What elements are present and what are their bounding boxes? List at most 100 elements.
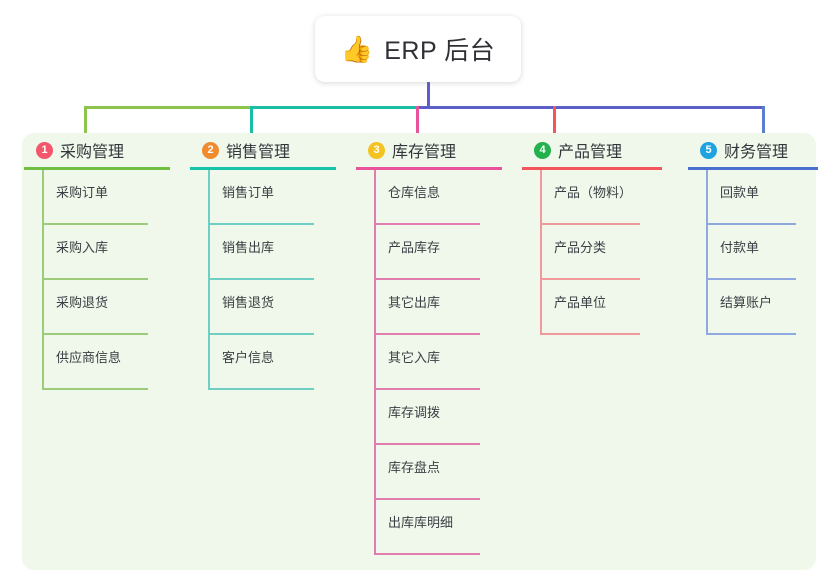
leaf-item-rule: [374, 333, 480, 335]
column-header-4[interactable]: 4 产品管理: [522, 133, 662, 167]
column-5: 5 财务管理回款单付款单结算账户: [688, 133, 818, 335]
column-items-4: 产品（物料） 产品分类产品单位: [522, 170, 662, 335]
leaf-item[interactable]: 销售退货: [190, 280, 336, 335]
leaf-item[interactable]: 采购退货: [24, 280, 170, 335]
leaf-item[interactable]: 供应商信息: [24, 335, 170, 390]
column-title-3: 库存管理: [392, 144, 457, 161]
leaf-item-rule: [374, 443, 480, 445]
leaf-item-label: 结算账户: [720, 295, 773, 310]
leaf-item-label: 回款单: [720, 185, 760, 200]
leaf-item[interactable]: 产品库存: [356, 225, 502, 280]
leaf-item-label: 其它入库: [388, 350, 441, 365]
leaf-item-label: 产品单位: [554, 295, 607, 310]
column-spine-2: [208, 170, 210, 390]
leaf-item-label: 产品库存: [388, 240, 441, 255]
leaf-item[interactable]: 回款单: [688, 170, 818, 225]
column-items-2: 销售订单销售出库销售退货客户信息: [190, 170, 336, 390]
leaf-item-label: 采购订单: [56, 185, 109, 200]
leaf-item[interactable]: 客户信息: [190, 335, 336, 390]
leaf-item-rule: [208, 388, 314, 390]
leaf-item-label: 供应商信息: [56, 350, 122, 365]
column-rule-3: [356, 167, 502, 170]
leaf-item-rule: [208, 278, 314, 280]
column-header-1[interactable]: 1 采购管理: [24, 133, 170, 167]
leaf-item-rule: [706, 333, 796, 335]
leaf-item[interactable]: 其它入库: [356, 335, 502, 390]
leaf-item-rule: [374, 553, 480, 555]
root-node-title: ERP 后台: [384, 37, 496, 65]
column-rule-1: [24, 167, 170, 170]
leaf-item-rule: [374, 498, 480, 500]
leaf-item-rule: [42, 388, 148, 390]
leaf-item-label: 付款单: [720, 240, 760, 255]
leaf-item-rule: [540, 278, 640, 280]
column-title-4: 产品管理: [558, 144, 623, 161]
leaf-item[interactable]: 产品分类: [522, 225, 662, 280]
connector-bus-segment-1: [84, 106, 250, 109]
column-title-1: 采购管理: [60, 144, 125, 161]
leaf-item[interactable]: 销售订单: [190, 170, 336, 225]
leaf-item[interactable]: 仓库信息: [356, 170, 502, 225]
thumbs-up-icon: 👍: [340, 34, 374, 64]
leaf-item-rule: [706, 223, 796, 225]
column-items-5: 回款单付款单结算账户: [688, 170, 818, 335]
column-title-5: 财务管理: [724, 144, 789, 161]
column-spine-4: [540, 170, 542, 335]
root-node-card[interactable]: 👍 ERP 后台: [315, 16, 521, 82]
column-spine-1: [42, 170, 44, 390]
connector-leg-4: [553, 106, 556, 141]
leaf-item-rule: [208, 223, 314, 225]
root-node-content: 👍 ERP 后台: [341, 31, 495, 67]
leaf-item[interactable]: 采购入库: [24, 225, 170, 280]
leaf-item[interactable]: 结算账户: [688, 280, 818, 335]
connector-bus-segment-3: [416, 106, 430, 109]
leaf-item-rule: [706, 278, 796, 280]
leaf-item-rule: [540, 333, 640, 335]
leaf-item-label: 销售退货: [222, 295, 275, 310]
column-items-1: 采购订单采购入库采购退货供应商信息: [24, 170, 170, 390]
leaf-item-label: 出库库明细: [388, 515, 454, 530]
column-4: 4 产品管理产品（物料） 产品分类产品单位: [522, 133, 662, 335]
leaf-item[interactable]: 付款单: [688, 225, 818, 280]
column-spine-5: [706, 170, 708, 335]
column-1: 1 采购管理采购订单采购入库采购退货供应商信息: [24, 133, 170, 390]
leaf-item-rule: [540, 223, 640, 225]
leaf-item-label: 库存调拨: [388, 405, 441, 420]
leaf-item-label: 销售出库: [222, 240, 275, 255]
leaf-item-label: 销售订单: [222, 185, 275, 200]
connector-bus-segment-2: [250, 106, 416, 109]
column-title-2: 销售管理: [226, 144, 291, 161]
leaf-item-label: 库存盘点: [388, 460, 441, 475]
connector-bus-segment-4: [430, 106, 765, 109]
connector-leg-1: [84, 106, 87, 141]
leaf-item[interactable]: 库存盘点: [356, 445, 502, 500]
leaf-item-rule: [208, 333, 314, 335]
column-badge-5: 5: [700, 141, 717, 159]
connector-leg-5: [762, 106, 765, 141]
leaf-item[interactable]: 库存调拨: [356, 390, 502, 445]
leaf-item[interactable]: 产品单位: [522, 280, 662, 335]
leaf-item-label: 产品（物料）: [554, 185, 633, 200]
connector-leg-2: [250, 106, 253, 141]
column-badge-3: 3: [368, 141, 385, 159]
leaf-item-label: 仓库信息: [388, 185, 441, 200]
leaf-item[interactable]: 出库库明细: [356, 500, 502, 555]
column-header-5[interactable]: 5 财务管理: [688, 133, 818, 167]
column-spine-3: [374, 170, 376, 555]
leaf-item[interactable]: 销售出库: [190, 225, 336, 280]
column-header-3[interactable]: 3 库存管理: [356, 133, 502, 167]
leaf-item-label: 采购退货: [56, 295, 109, 310]
leaf-item-label: 其它出库: [388, 295, 441, 310]
connector-leg-3: [416, 106, 419, 141]
column-3: 3 库存管理仓库信息产品库存其它出库其它入库库存调拨库存盘点出库库明细: [356, 133, 502, 555]
leaf-item[interactable]: 其它出库: [356, 280, 502, 335]
leaf-item-label: 产品分类: [554, 240, 607, 255]
connector-root-drop: [427, 82, 430, 106]
leaf-item[interactable]: 采购订单: [24, 170, 170, 225]
column-badge-4: 4: [534, 141, 551, 159]
leaf-item[interactable]: 产品（物料）: [522, 170, 662, 225]
column-badge-1: 1: [36, 141, 53, 159]
column-rule-4: [522, 167, 662, 170]
